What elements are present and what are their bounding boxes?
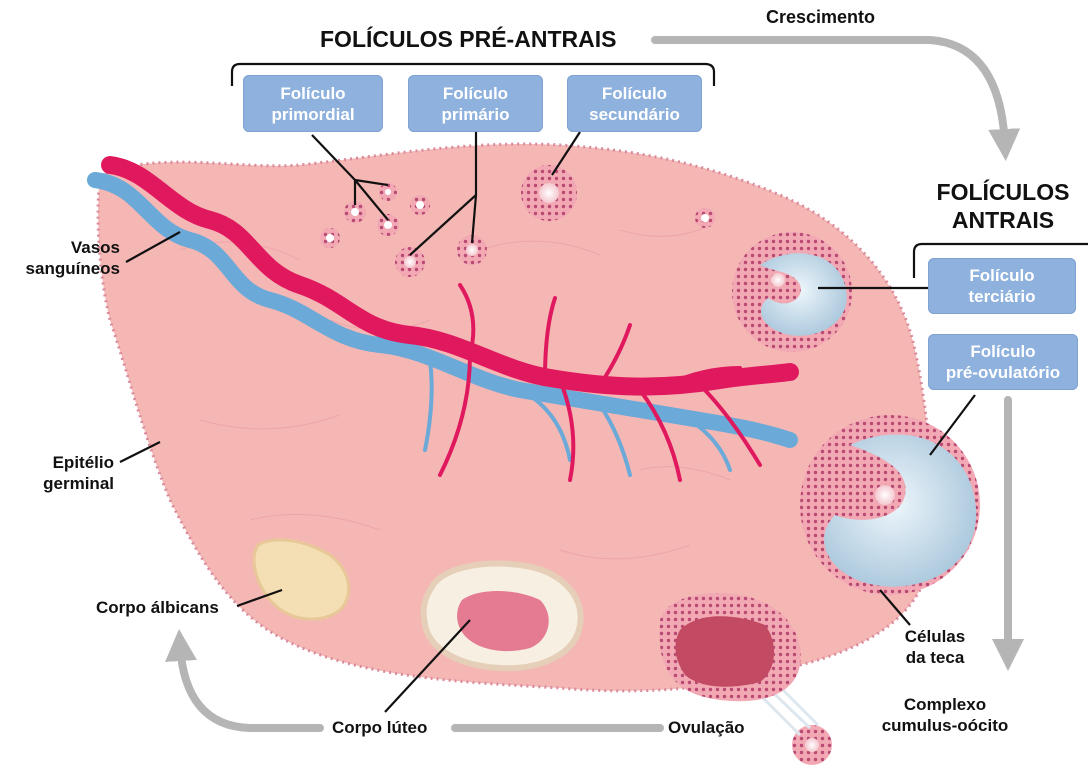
corpus-luteum [424,564,581,669]
box-primordial-line1: Folículo [280,83,345,104]
arrow-bottom-return [180,645,320,728]
antral-header-line2: ANTRAIS [928,206,1078,234]
box-primordial-follicle: Folículo primordial [243,75,383,132]
box-preovulatory-follicle: Folículo pré-ovulatório [928,334,1078,390]
tertiary-follicle [732,232,852,352]
box-tertiary-line1: Folículo [969,265,1034,286]
arrow-top-growth [655,40,1005,145]
antral-header: FOLÍCULOS ANTRAIS [928,178,1078,234]
label-blood-vessels: Vasos sanguíneos [2,237,120,279]
label-theca-cells-line1: Células [880,626,990,647]
box-tertiary-follicle: Folículo terciário [928,258,1076,314]
label-cumulus-complex: Complexo cumulus-oócito [855,694,1035,736]
box-primordial-line2: primordial [271,104,354,125]
preovulatory-follicle [800,415,980,595]
box-secondary-follicle: Folículo secundário [567,75,702,132]
antral-header-line1: FOLÍCULOS [928,178,1078,206]
box-preovulatory-line1: Folículo [970,341,1035,362]
label-cumulus-complex-line2: cumulus-oócito [855,715,1035,736]
box-primary-line1: Folículo [443,83,508,104]
box-secondary-line2: secundário [589,104,680,125]
box-preovulatory-line2: pré-ovulatório [946,362,1060,383]
label-corpus-albicans: Corpo álbicans [96,597,219,618]
box-secondary-line1: Folículo [602,83,667,104]
label-theca-cells-line2: da teca [880,647,990,668]
label-germinal-epithelium-line1: Epitélio [2,452,114,473]
box-tertiary-line2: terciário [968,286,1035,307]
preantral-header: FOLÍCULOS PRÉ-ANTRAIS [320,26,616,53]
label-germinal-epithelium: Epitélio germinal [2,452,114,494]
label-germinal-epithelium-line2: germinal [2,473,114,494]
box-primary-follicle: Folículo primário [408,75,543,132]
label-blood-vessels-line1: Vasos [2,237,120,258]
label-corpus-luteum: Corpo lúteo [332,717,427,738]
label-theca-cells: Células da teca [880,626,990,668]
label-blood-vessels-line2: sanguíneos [2,258,120,279]
box-primary-line2: primário [441,104,509,125]
label-ovulation: Ovulação [668,717,745,738]
growth-label: Crescimento [766,7,875,28]
label-cumulus-complex-line1: Complexo [855,694,1035,715]
